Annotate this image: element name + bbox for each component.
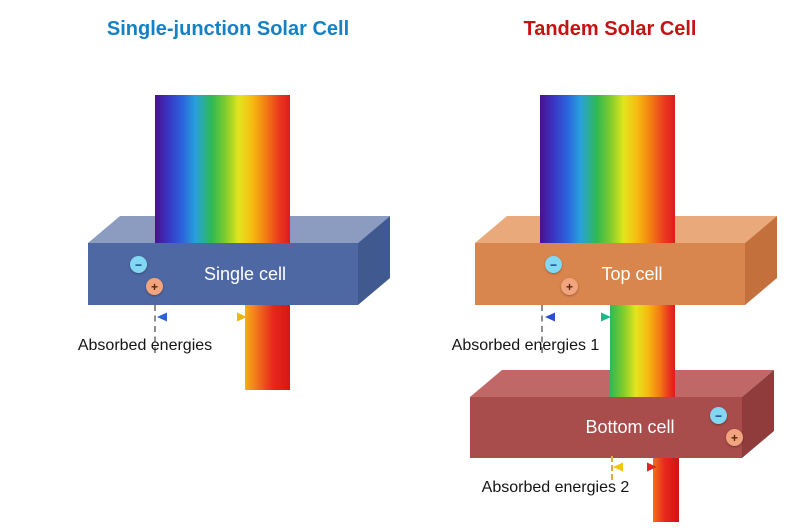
transmitted-beam-left bbox=[245, 305, 290, 390]
absorbed-range-arrow-single bbox=[157, 312, 247, 322]
absorbed-range-arrow-top-cell bbox=[545, 312, 611, 322]
hole-icon: + bbox=[146, 278, 163, 295]
absorbed-energies-1-label: Absorbed energies 1 bbox=[451, 337, 600, 354]
absorbed-energies-label: Absorbed energies bbox=[77, 337, 213, 354]
transmitted-beam-between-cells bbox=[610, 305, 675, 397]
transmitted-beam-bottom bbox=[653, 458, 679, 522]
electron-icon: − bbox=[710, 407, 727, 424]
electron-icon: − bbox=[545, 256, 562, 273]
hole-icon: + bbox=[561, 278, 578, 295]
sunlight-spectrum-beam-right bbox=[540, 95, 675, 243]
single-cell-label: Single cell bbox=[203, 263, 287, 284]
dashed-guide-line-bottom-cell bbox=[611, 456, 613, 480]
dashed-guide-line-left bbox=[154, 305, 156, 353]
tandem-title: Tandem Solar Cell bbox=[523, 18, 697, 40]
sunlight-spectrum-beam-left bbox=[155, 95, 290, 243]
electron-icon: − bbox=[130, 256, 147, 273]
hole-icon: + bbox=[726, 429, 743, 446]
absorbed-energies-2-label: Absorbed energies 2 bbox=[481, 479, 630, 496]
absorbed-range-arrow-bottom-cell bbox=[613, 462, 657, 472]
bottom-cell-label: Bottom cell bbox=[585, 417, 675, 437]
single-junction-title: Single-junction Solar Cell bbox=[106, 18, 350, 40]
single-cell-slab-front-face bbox=[88, 243, 358, 305]
bottom-cell-slab-front-face bbox=[470, 397, 742, 458]
top-cell-label: Top cell bbox=[601, 263, 663, 284]
dashed-guide-line-top-cell bbox=[541, 305, 543, 353]
top-cell-slab-front-face bbox=[475, 243, 745, 305]
